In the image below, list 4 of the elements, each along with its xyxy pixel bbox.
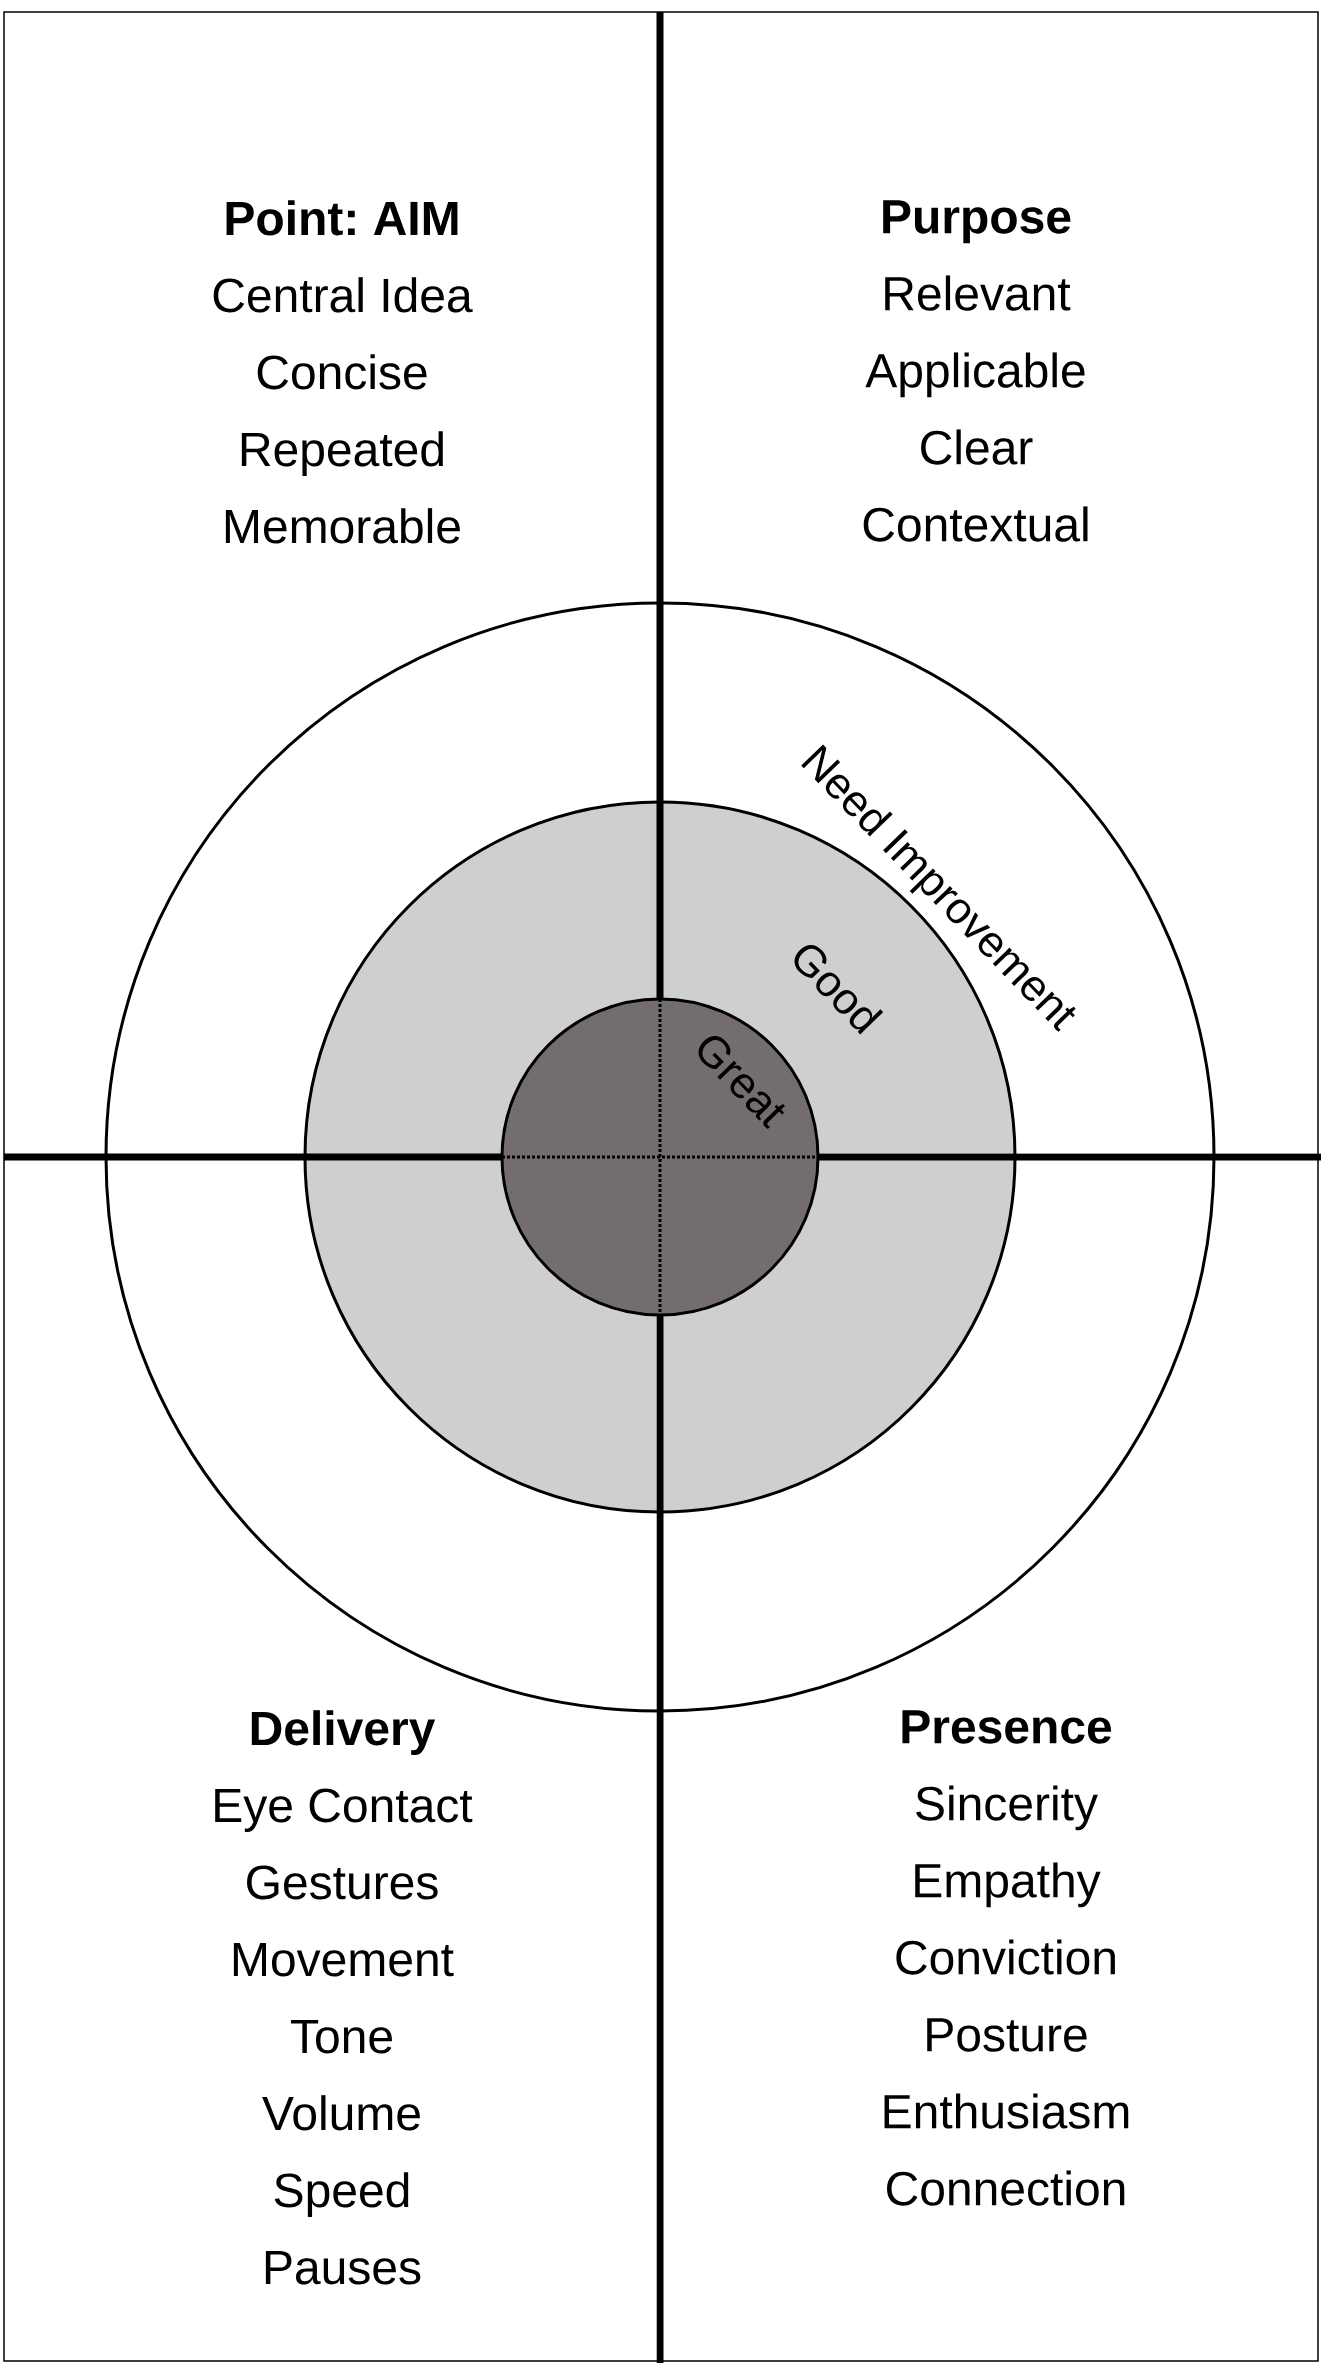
- category-list: Point: AIM Central Idea Concise Repeated Memorable: [213, 200, 473, 544]
- category-list: Purpose Relevant Applicable Clear Contextual: [863, 200, 1088, 542]
- category-list: Presence Sincerity Empathy Conviction Posture Enthusiasm Connection: [884, 1710, 1129, 2206]
- category-list: Delivery Eye Contact Gestures Movement Tone Volume Speed Pauses: [215, 1710, 473, 2285]
